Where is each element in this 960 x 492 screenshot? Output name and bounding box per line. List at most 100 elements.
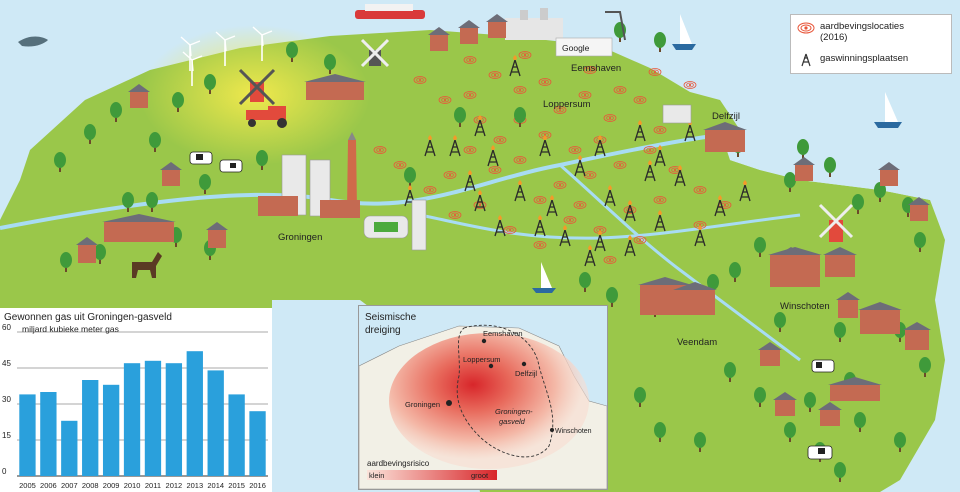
map-legend: aardbevingslocaties (2016) gaswinningspl… <box>790 14 952 74</box>
cow-icon <box>219 159 243 173</box>
quake-ring-icon <box>463 91 477 99</box>
tree-icon <box>324 54 336 74</box>
x-tick-label: 2011 <box>145 481 161 490</box>
bar-2008 <box>82 380 99 476</box>
wind-turbine-icon <box>215 31 236 66</box>
tree-icon <box>784 172 796 192</box>
gas-well-icon <box>534 215 546 237</box>
tree-icon <box>404 167 416 187</box>
bar-2005 <box>19 394 36 476</box>
quake-ring-icon <box>613 161 627 169</box>
tree-icon <box>172 92 184 112</box>
tree-icon <box>834 322 846 342</box>
gas-well-icon <box>559 225 571 247</box>
risk-scale-title: aardbevingsrisico <box>367 459 430 468</box>
quake-ring-icon <box>573 201 587 209</box>
inset-label-delfzijl: Delfzijl <box>515 369 537 378</box>
inset-dot-winschoten <box>550 428 554 432</box>
tree-icon <box>204 74 216 94</box>
cow-icon <box>189 151 213 165</box>
gas-well-icon <box>714 195 726 217</box>
quake-ring-icon <box>668 166 682 174</box>
tractor-icon <box>246 106 287 128</box>
tree-icon <box>606 287 618 307</box>
bar-2013 <box>186 351 203 476</box>
gas-well-icon <box>644 160 656 182</box>
house-icon <box>908 197 930 221</box>
gas-well-icon <box>539 135 551 157</box>
gas-well-icon <box>801 53 811 67</box>
house-icon <box>160 162 182 186</box>
quake-ring-icon <box>633 96 647 104</box>
quake-ring-icon <box>683 81 697 89</box>
house-icon <box>673 282 717 315</box>
ship-icon <box>355 4 425 19</box>
windmill-icon <box>360 38 390 68</box>
tree-icon <box>919 357 931 377</box>
canal <box>419 213 801 240</box>
risk-scale-high: groot <box>471 471 489 480</box>
x-tick-label: 2010 <box>124 481 141 490</box>
quake-ring-icon <box>373 146 387 154</box>
house-icon <box>818 402 842 426</box>
gas-well-icon <box>634 120 646 142</box>
quake-ring-icon <box>448 211 462 219</box>
house-icon <box>778 247 804 275</box>
inset-dot-loppersum <box>488 363 494 369</box>
bar-2015 <box>228 394 245 476</box>
wind-turbine-icon <box>252 26 273 61</box>
quake-ring-icon <box>633 236 647 244</box>
x-tick-label: 2007 <box>61 481 78 490</box>
tree-icon <box>804 392 816 412</box>
sailboat-icon <box>874 92 902 128</box>
gas-well-icon <box>624 200 636 222</box>
house-icon <box>76 237 98 263</box>
tree-icon <box>122 192 134 212</box>
quake-ring-icon <box>438 96 452 104</box>
quake-ring-icon <box>653 126 667 134</box>
tree-icon <box>654 32 666 52</box>
groningen-city <box>258 132 427 251</box>
quake-ring-icon <box>443 171 457 179</box>
legend-well-label: gaswinningsplaatsen <box>820 53 909 64</box>
gas-well-icon <box>604 185 616 207</box>
quake-ring-icon <box>423 186 437 194</box>
tree-icon <box>774 312 786 332</box>
tree-icon <box>694 432 706 452</box>
delfzijl-building <box>662 104 692 124</box>
y-tick-label: 60 <box>2 323 11 332</box>
cow-icon <box>811 359 835 373</box>
quake-ring-icon <box>393 161 407 169</box>
quake-ring-icon <box>488 166 502 174</box>
tree-icon <box>654 422 666 442</box>
tree-icon <box>634 387 646 407</box>
horse-icon <box>132 252 162 278</box>
quake-ring-icon <box>538 78 552 86</box>
quake-ring-icon <box>643 146 657 154</box>
gas-well-icon <box>424 135 436 157</box>
bar-2014 <box>207 370 224 476</box>
place-label-veendam: Veendam <box>677 337 717 348</box>
bar-2012 <box>165 363 183 476</box>
tree-icon <box>834 462 846 482</box>
x-tick-label: 2012 <box>166 481 183 490</box>
tree-icon <box>110 102 122 122</box>
canal <box>559 163 801 362</box>
inset-label-loppersum: Loppersum <box>463 355 501 364</box>
place-label-loppersum: Loppersum <box>543 99 591 110</box>
windmill-icon <box>818 203 854 242</box>
inset-dot-eemshaven <box>481 338 487 344</box>
house-icon <box>858 302 902 334</box>
inset-label-field-line1: Groningen- <box>495 407 533 416</box>
house-icon <box>793 157 815 181</box>
house-icon <box>206 222 228 248</box>
quake-ring-icon <box>463 146 477 154</box>
gas-well-icon <box>574 155 586 177</box>
seismic-threat-inset: Seismische dreiging Eemshaven Loppersum … <box>358 305 608 490</box>
tree-icon <box>149 132 161 152</box>
quake-ring-icon <box>693 186 707 194</box>
gas-well-icon <box>674 165 686 187</box>
tree-icon <box>146 192 158 212</box>
quake-ring-icon <box>553 181 567 189</box>
inset-dot-delfzijl <box>521 361 527 367</box>
